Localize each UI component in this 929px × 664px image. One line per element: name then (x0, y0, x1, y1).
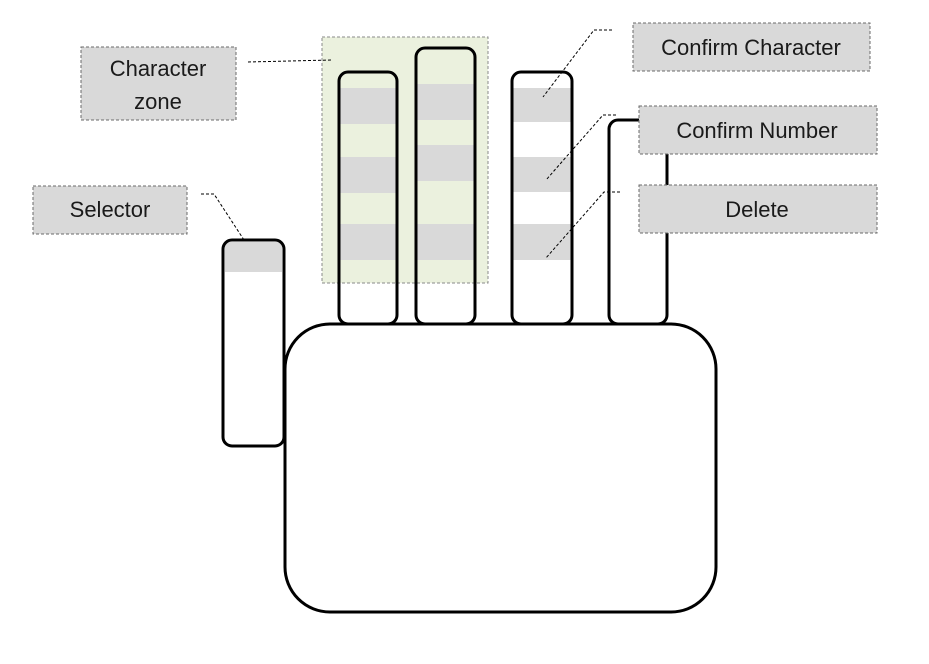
callout-character-zone-line2: zone (134, 89, 182, 114)
callout-confirm-number-box (638, 105, 878, 155)
callout-selector-box (32, 185, 188, 235)
callout-confirm-character: Confirm Character (632, 22, 871, 72)
callout-confirm-character-label: Confirm Character (661, 35, 841, 60)
callout-selector-label: Selector (70, 197, 151, 222)
finger-1-band-1 (340, 88, 396, 124)
finger-3-band-2 (513, 157, 571, 192)
leader-lines (201, 29, 620, 259)
finger-1 (337, 70, 399, 326)
palm (283, 322, 718, 614)
finger-2-band-2 (417, 145, 474, 181)
callout-confirm-number: Confirm Number (638, 105, 878, 155)
leader-selector (201, 193, 245, 241)
callout-selector: Selector (32, 185, 188, 235)
finger-3 (510, 70, 574, 326)
finger-3-band-1 (513, 88, 571, 122)
leader-confirm-number (545, 114, 616, 181)
callout-confirm-character-box (632, 22, 871, 72)
leader-confirm-character (542, 29, 612, 98)
callout-delete-box (638, 184, 878, 234)
thumb-outline (221, 238, 286, 448)
finger-1-band-2 (340, 157, 396, 193)
thumb-band (225, 242, 282, 272)
finger-1-band-3 (340, 224, 396, 260)
callout-character-zone-box (80, 46, 237, 121)
leader-delete (545, 191, 620, 259)
callout-confirm-number-label: Confirm Number (676, 118, 837, 143)
finger-2-band-3 (417, 224, 474, 260)
finger-2-band-1 (417, 84, 474, 120)
callout-character-zone-line1: Character (110, 56, 207, 81)
callout-delete: Delete (638, 184, 878, 234)
callout-delete-label: Delete (725, 197, 789, 222)
finger-3-band-3 (513, 224, 571, 260)
leader-character-zone (247, 59, 332, 63)
thumb-selector (221, 238, 286, 448)
callout-character-zone: Character zone (80, 46, 237, 121)
